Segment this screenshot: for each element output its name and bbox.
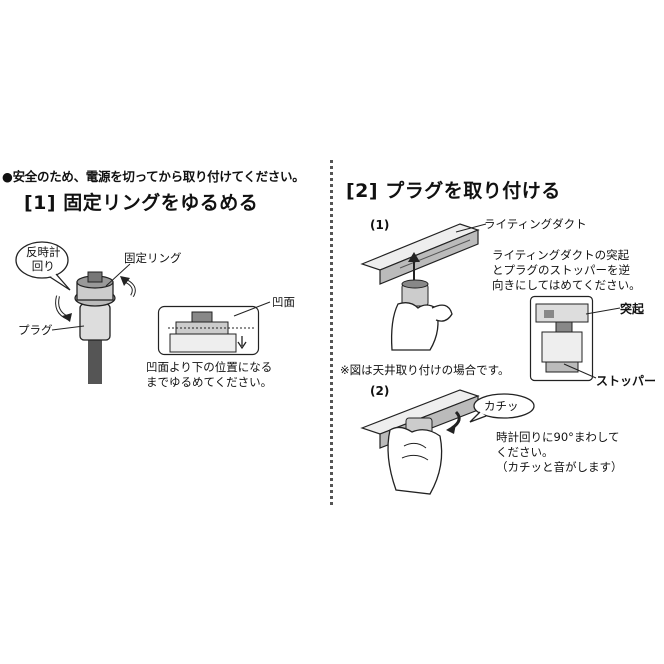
label-fixing-ring: 固定リング xyxy=(124,251,182,265)
label-stopper: ストッパー xyxy=(596,374,657,388)
label-recess: 凹面 xyxy=(272,295,295,309)
label-lighting-duct: ライティングダクト xyxy=(484,217,587,231)
plug-ring-illustration xyxy=(55,271,136,384)
stopper-leader-line xyxy=(563,363,597,379)
protrusion-stopper-illustration xyxy=(529,295,594,382)
counterclockwise-bubble-icon xyxy=(15,241,71,291)
duct-insertion-illustration xyxy=(360,223,480,351)
duct-leader-line xyxy=(455,223,487,233)
ceiling-note: ※図は天井取り付けの場合です。 xyxy=(340,363,510,377)
substep2-instruction: 時計回りに90°まわして ください。 （カチッと音がします） xyxy=(496,430,623,474)
recess-detail-illustration xyxy=(157,305,260,356)
substep1-number: (1) xyxy=(370,218,390,232)
substep2-number: (2) xyxy=(370,384,390,398)
protrusion-leader-line xyxy=(585,307,621,315)
plug-rotation-illustration xyxy=(360,389,480,495)
click-bubble-icon xyxy=(469,393,535,423)
label-protrusion: 突起 xyxy=(620,302,645,316)
ring-leader-line xyxy=(105,263,131,287)
label-counterclockwise: 反時計 回り xyxy=(26,245,61,273)
step1-title: [1] 固定リングをゆるめる xyxy=(24,192,259,214)
substep1-instruction: ライティングダクトの突起 とプラグのストッパーを逆 向きにしてはめてください。 xyxy=(492,248,641,292)
step1-instruction: 凹面より下の位置になる までゆるめてください。 xyxy=(146,360,273,389)
plug-leader-line xyxy=(51,325,85,331)
section-divider xyxy=(330,160,333,505)
step2-title: [2] プラグを取り付ける xyxy=(346,180,561,202)
label-click: カチッ xyxy=(484,399,519,413)
label-plug: プラグ xyxy=(18,323,53,337)
recess-leader-line xyxy=(233,301,271,317)
safety-note: ●安全のため、電源を切ってから取り付けてください。 xyxy=(2,169,305,184)
